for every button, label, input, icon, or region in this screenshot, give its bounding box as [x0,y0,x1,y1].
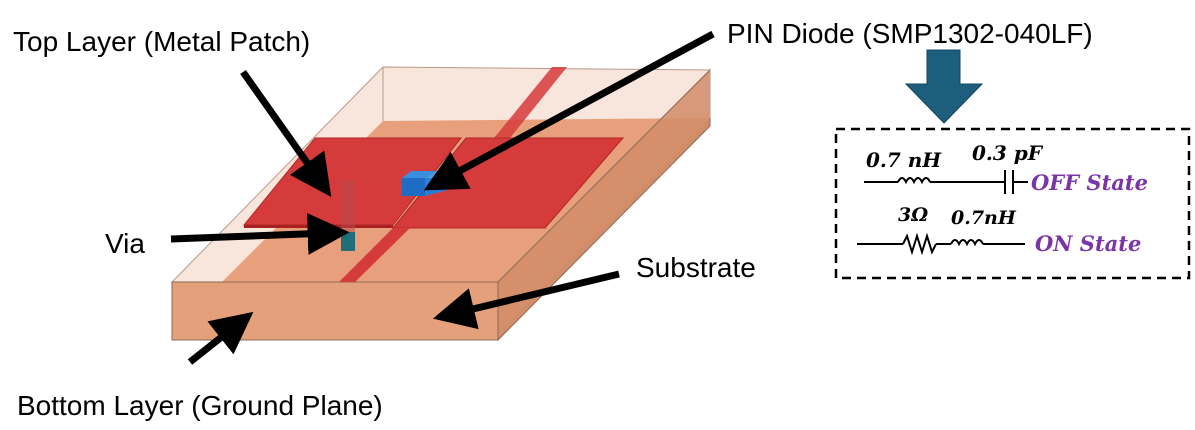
top-layer-label: Top Layer (Metal Patch) [13,26,311,57]
off-inductance-label: 0.7 nH [866,148,942,172]
circuit-box [834,127,1191,280]
arrow-via [170,212,350,255]
on-resistance-label: 3Ω [898,204,928,226]
off-inductor-icon [897,177,931,185]
down-arrow [904,49,984,124]
diode-front [402,178,425,196]
arrow-substrate [432,270,620,330]
metal-patch-left-edge [244,225,393,228]
via-bottom [341,232,355,251]
arrow-bottom-layer [187,311,254,365]
substrate-right-face [497,68,711,342]
on-state-circuit [857,232,1025,256]
on-resistor-icon [902,232,937,256]
pin-diode-label: PIN Diode (SMP1302-040LF) [727,18,1093,49]
feed-strip-upper [494,67,567,138]
on-state-label: ON State [1035,231,1141,256]
arrow-top-layer [240,69,332,198]
via-label: Via [105,228,145,259]
on-inductor-icon [950,239,984,247]
off-state-label: OFF State [1031,170,1148,195]
off-capacitance-label: 0.3 pF [972,141,1044,165]
arrow-pin-diode [423,30,715,191]
on-inductance-label: 0.7nH [951,207,1017,229]
substrate-front-face [171,281,499,341]
off-state-circuit [864,170,1028,194]
feed-strip-lower [339,228,410,282]
substrate-label: Substrate [636,252,756,283]
bottom-layer-label: Bottom Layer (Ground Plane) [17,390,383,421]
